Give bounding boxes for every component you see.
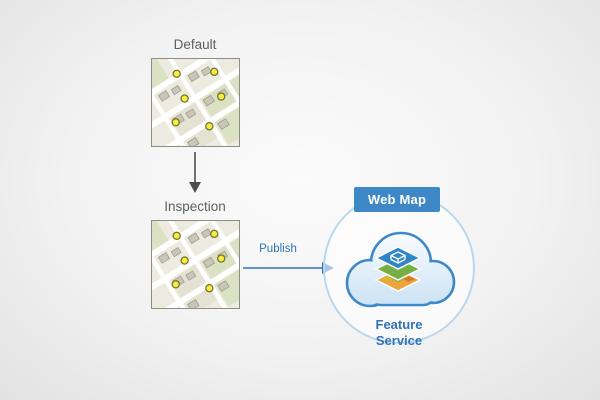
publish-arrow-icon xyxy=(243,262,334,274)
map-inspection-thumbnail xyxy=(151,220,240,309)
inspection-label: Inspection xyxy=(164,199,226,214)
layers-icon xyxy=(374,246,422,292)
publish-label: Publish xyxy=(259,243,297,255)
default-label: Default xyxy=(173,37,217,52)
map-default-thumbnail xyxy=(151,58,240,147)
cloud-icon xyxy=(345,231,456,308)
web-map-label: Web Map xyxy=(367,192,427,207)
feature-service-label: Feature Service xyxy=(375,317,423,348)
map-inspection-image xyxy=(152,221,239,308)
arrow-down-icon xyxy=(189,152,201,193)
map-default-image xyxy=(152,59,239,146)
web-map-badge: Web Map xyxy=(354,187,440,212)
